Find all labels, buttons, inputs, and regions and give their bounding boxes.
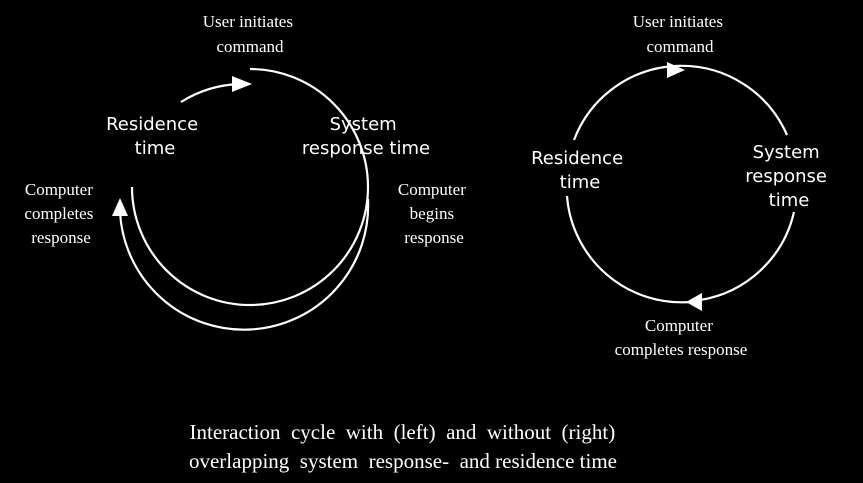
left-residence-arc xyxy=(180,82,241,103)
left-overlap-arc xyxy=(118,198,370,331)
figure-caption: Interaction cycle with (left) and withou… xyxy=(189,420,621,473)
right-bottom-arrow xyxy=(686,293,702,311)
right-residence-arc xyxy=(565,195,691,304)
left-begins-response-label: Computer begins response xyxy=(398,180,470,247)
left-top-arrow xyxy=(232,76,252,92)
left-completes-response-label: Computer completes response xyxy=(24,180,97,247)
right-cycle-diagram: User initiates command Residence time Sy… xyxy=(531,12,833,359)
left-top-label: User initiates command xyxy=(203,12,297,56)
left-residence-label: Residence time xyxy=(106,114,204,159)
right-system-response-arc xyxy=(699,211,796,302)
right-top-arc xyxy=(572,64,789,141)
left-system-response-arc xyxy=(130,67,370,307)
left-cycle-diagram: User initiates command Residence time Sy… xyxy=(24,12,470,331)
right-system-label: System response time xyxy=(745,142,833,211)
right-residence-label: Residence time xyxy=(531,148,629,193)
right-top-arrow xyxy=(667,62,685,78)
right-top-label: User initiates command xyxy=(633,12,727,56)
left-side-arrow xyxy=(112,198,128,216)
left-system-label: System response time xyxy=(302,114,430,159)
right-bottom-label: Computer completes response xyxy=(615,316,748,359)
